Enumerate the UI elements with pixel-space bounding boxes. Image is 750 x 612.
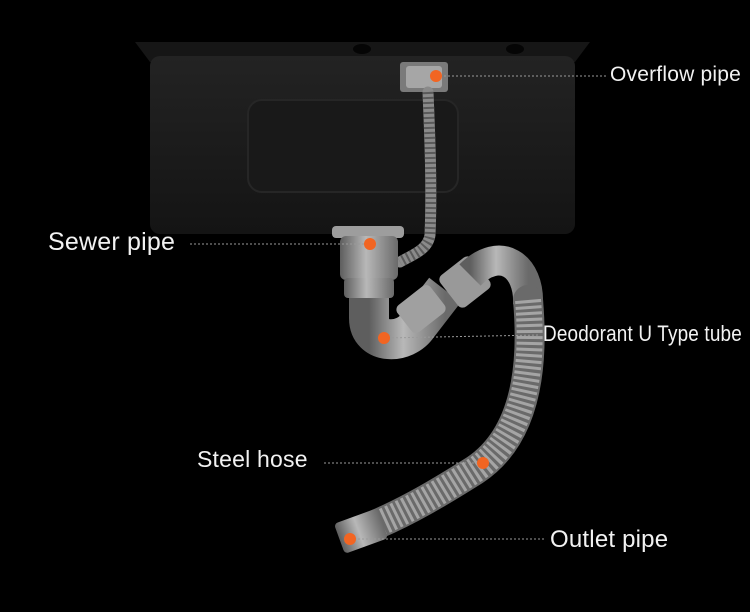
- faucet-hole: [353, 44, 371, 54]
- sewer-pipe-marker: [364, 238, 376, 250]
- sewer-pipe: [332, 226, 404, 298]
- faucet-hole: [506, 44, 524, 54]
- overflow-pipe-label: Overflow pipe: [610, 63, 741, 86]
- deodorant-u-tube-label: Deodorant U Type tube: [543, 321, 742, 346]
- steel-hose-marker: [477, 457, 489, 469]
- deodorant-tube-marker: [378, 332, 390, 344]
- sewer-pipe-label: Sewer pipe: [48, 228, 176, 256]
- steel-hose-label: Steel hose: [197, 446, 308, 472]
- outlet-pipe-label: Outlet pipe: [550, 526, 669, 553]
- outlet-pipe-marker: [344, 533, 356, 545]
- overflow-pipe-marker: [430, 70, 442, 82]
- leader-lines: [190, 75, 606, 540]
- sink-basin: [135, 42, 590, 234]
- markers: [344, 70, 489, 545]
